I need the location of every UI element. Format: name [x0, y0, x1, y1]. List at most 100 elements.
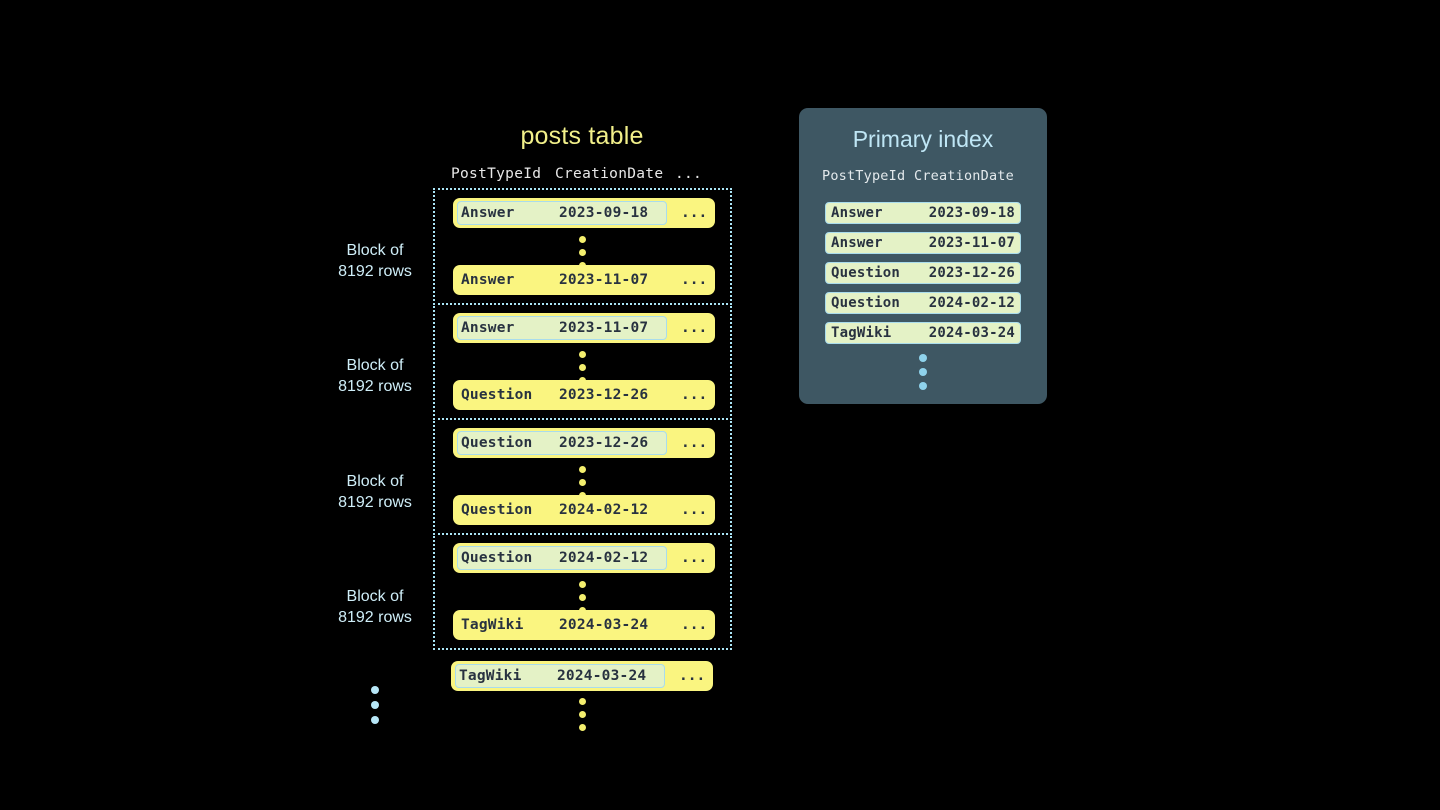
block-3: Question 2023-12-26 ... Question 2024-02…: [433, 418, 732, 535]
cell-posttypeid: Question: [461, 387, 533, 403]
index-cell-creationdate: 2023-09-18: [928, 205, 1015, 221]
block-3-dot-1: [579, 466, 586, 473]
index-column-header-creationdate: CreationDate: [914, 168, 1014, 184]
block-4: Question 2024-02-12 ... TagWiki 2024-03-…: [433, 533, 732, 650]
block-2: Answer 2023-11-07 ... Question 2023-12-2…: [433, 303, 732, 420]
primary-index-rows: Answer 2023-09-18 Answer 2023-11-07 Ques…: [825, 202, 1021, 352]
index-dot-2: [919, 368, 927, 376]
block-1-dot-1: [579, 236, 586, 243]
column-header-ellipsis: ...: [675, 166, 703, 182]
primary-index-column-headers: PostTypeId CreationDate: [822, 168, 1024, 184]
cell-posttypeid: Answer: [461, 205, 515, 221]
cell-creationdate: 2023-12-26: [559, 387, 649, 403]
index-cell-creationdate: 2024-02-12: [928, 295, 1015, 311]
block-3-dot-2: [579, 479, 586, 486]
cell-posttypeid: Answer: [461, 320, 515, 336]
table-row: Answer 2023-11-07 ...: [453, 265, 715, 295]
cell-ellipsis: ...: [681, 387, 708, 403]
block-label-4-line1: Block of: [346, 588, 404, 605]
cell-ellipsis: ...: [681, 205, 708, 221]
cell-ellipsis: ...: [681, 272, 708, 288]
table-row-trailing: TagWiki 2024-03-24 ...: [451, 661, 713, 691]
primary-index-panel: Primary index PostTypeId CreationDate An…: [799, 108, 1047, 404]
cell-posttypeid: Question: [461, 502, 533, 518]
cell-creationdate: 2024-03-24: [559, 617, 649, 633]
table-row: Question 2024-02-12 ...: [453, 495, 715, 525]
index-row: Question 2023-12-26: [825, 262, 1021, 284]
posts-table-column-headers: PostTypeId CreationDate ...: [451, 166, 713, 182]
trailing-dot-1: [578, 698, 586, 705]
index-column-header-posttypeid: PostTypeId: [822, 168, 906, 184]
row-key-plain: Question 2024-02-12: [457, 498, 667, 522]
block-2-dot-2: [579, 364, 586, 371]
row-key-highlight: TagWiki 2024-03-24: [455, 664, 665, 688]
block-label-2-line2: 8192 rows: [338, 378, 412, 395]
cell-ellipsis: ...: [679, 668, 706, 684]
blocks-stack: Answer 2023-09-18 ... Answer 2023-11-07 …: [433, 188, 732, 650]
index-cell-posttypeid: TagWiki: [831, 325, 892, 341]
posts-table-vertical-ellipsis: [451, 698, 713, 731]
cell-ellipsis: ...: [681, 435, 708, 451]
block-label-1-line1: Block of: [346, 242, 404, 259]
column-header-posttypeid: PostTypeId: [451, 166, 542, 182]
left-vertical-ellipsis: [295, 686, 455, 724]
row-key-highlight: Answer 2023-09-18: [457, 201, 667, 225]
cell-creationdate: 2024-02-12: [559, 502, 649, 518]
cell-posttypeid: TagWiki: [459, 668, 522, 684]
block-4-dot-1: [579, 581, 586, 588]
table-row: Answer 2023-11-07 ...: [453, 313, 715, 343]
posts-table-group: posts table PostTypeId CreationDate ... …: [295, 122, 732, 731]
left-dot-3: [371, 716, 379, 724]
cell-creationdate: 2023-12-26: [559, 435, 649, 451]
cell-creationdate: 2024-02-12: [559, 550, 649, 566]
table-row: Answer 2023-09-18 ...: [453, 198, 715, 228]
cell-posttypeid: Answer: [461, 272, 515, 288]
block-label-2: Block of 8192 rows: [295, 355, 455, 397]
block-1-dot-2: [579, 249, 586, 256]
column-header-creationdate: CreationDate: [555, 166, 664, 182]
index-cell-creationdate: 2023-11-07: [928, 235, 1015, 251]
row-key-plain: Question 2023-12-26: [457, 383, 667, 407]
cell-ellipsis: ...: [681, 550, 708, 566]
primary-index-vertical-ellipsis: [825, 354, 1021, 390]
cell-creationdate: 2023-11-07: [559, 320, 649, 336]
cell-creationdate: 2023-11-07: [559, 272, 649, 288]
index-cell-posttypeid: Answer: [831, 235, 883, 251]
index-row: TagWiki 2024-03-24: [825, 322, 1021, 344]
block-label-3-line1: Block of: [346, 473, 404, 490]
block-label-2-line1: Block of: [346, 357, 404, 374]
index-row: Question 2024-02-12: [825, 292, 1021, 314]
index-cell-creationdate: 2023-12-26: [928, 265, 1015, 281]
cell-ellipsis: ...: [681, 320, 708, 336]
index-row: Answer 2023-11-07: [825, 232, 1021, 254]
left-dot-2: [371, 701, 379, 709]
row-key-plain: TagWiki 2024-03-24: [457, 613, 667, 637]
cell-ellipsis: ...: [681, 502, 708, 518]
index-cell-creationdate: 2024-03-24: [928, 325, 1015, 341]
block-label-3: Block of 8192 rows: [295, 471, 455, 513]
row-key-highlight: Answer 2023-11-07: [457, 316, 667, 340]
cell-posttypeid: Question: [461, 435, 533, 451]
trailing-dot-3: [578, 724, 586, 731]
cell-creationdate: 2023-09-18: [559, 205, 649, 221]
block-label-1-line2: 8192 rows: [338, 263, 412, 280]
trailing-dot-2: [578, 711, 586, 718]
block-label-1: Block of 8192 rows: [295, 240, 455, 282]
table-row: Question 2024-02-12 ...: [453, 543, 715, 573]
cell-ellipsis: ...: [681, 617, 708, 633]
cell-creationdate: 2024-03-24: [557, 668, 647, 684]
cell-posttypeid: Question: [461, 550, 533, 566]
block-1: Answer 2023-09-18 ... Answer 2023-11-07 …: [433, 188, 732, 305]
table-row: TagWiki 2024-03-24 ...: [453, 610, 715, 640]
table-row: Question 2023-12-26 ...: [453, 380, 715, 410]
row-key-highlight: Question 2024-02-12: [457, 546, 667, 570]
index-cell-posttypeid: Answer: [831, 205, 883, 221]
table-row: Question 2023-12-26 ...: [453, 428, 715, 458]
left-dot-1: [371, 686, 379, 694]
index-cell-posttypeid: Question: [831, 265, 901, 281]
block-4-dot-2: [579, 594, 586, 601]
block-2-dot-1: [579, 351, 586, 358]
index-row: Answer 2023-09-18: [825, 202, 1021, 224]
index-cell-posttypeid: Question: [831, 295, 901, 311]
block-label-4: Block of 8192 rows: [295, 586, 455, 628]
